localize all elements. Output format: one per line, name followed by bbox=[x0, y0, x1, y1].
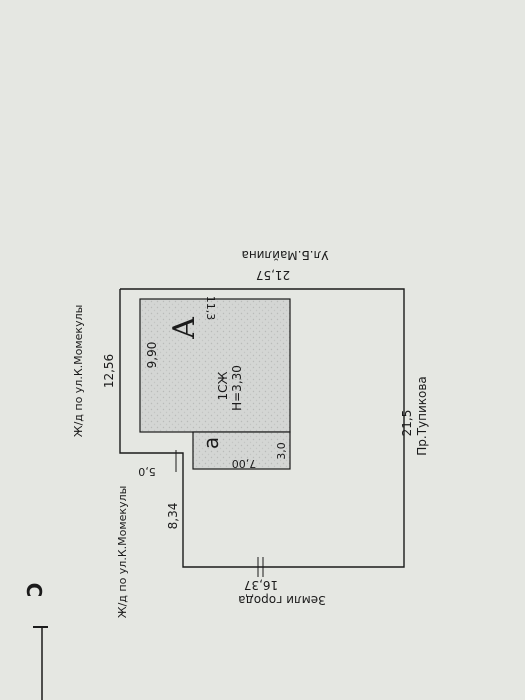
street-bottom-label: Земли города bbox=[238, 593, 326, 607]
street-top-label: Ул.Б.Майлина bbox=[241, 248, 328, 262]
annex-building-a-small bbox=[192, 431, 291, 470]
main-building-height: Н=3,30 bbox=[230, 365, 244, 411]
main-building-letter: А bbox=[167, 316, 202, 339]
annex-length: 7,00 bbox=[232, 457, 257, 470]
annex-letter: а bbox=[199, 437, 223, 449]
north-label: С bbox=[22, 583, 46, 598]
annex-width: 3,0 bbox=[275, 442, 288, 460]
street-left-upper-label: Ж/д по ул.К.Момекулы bbox=[72, 305, 85, 438]
main-building-width: 9,90 bbox=[145, 342, 159, 369]
dim-right: 21,5 bbox=[400, 410, 414, 437]
street-right-label: Пр.Тупикова bbox=[415, 376, 429, 456]
main-building-a bbox=[139, 298, 291, 433]
main-building-length: 11,3 bbox=[204, 296, 217, 321]
dim-top: 21,57 bbox=[256, 268, 290, 282]
street-left-lower-label: Ж/д по ул.К.Момекулы bbox=[116, 486, 129, 619]
dim-bottom: 16,37 bbox=[244, 578, 278, 592]
main-building-type: 1СЖ bbox=[216, 371, 230, 400]
dim-left-step: 5,0 bbox=[138, 465, 156, 478]
dim-left-lower: 8,34 bbox=[166, 503, 180, 530]
plot-boundary bbox=[119, 288, 405, 568]
dim-left-upper: 12,56 bbox=[102, 354, 116, 388]
